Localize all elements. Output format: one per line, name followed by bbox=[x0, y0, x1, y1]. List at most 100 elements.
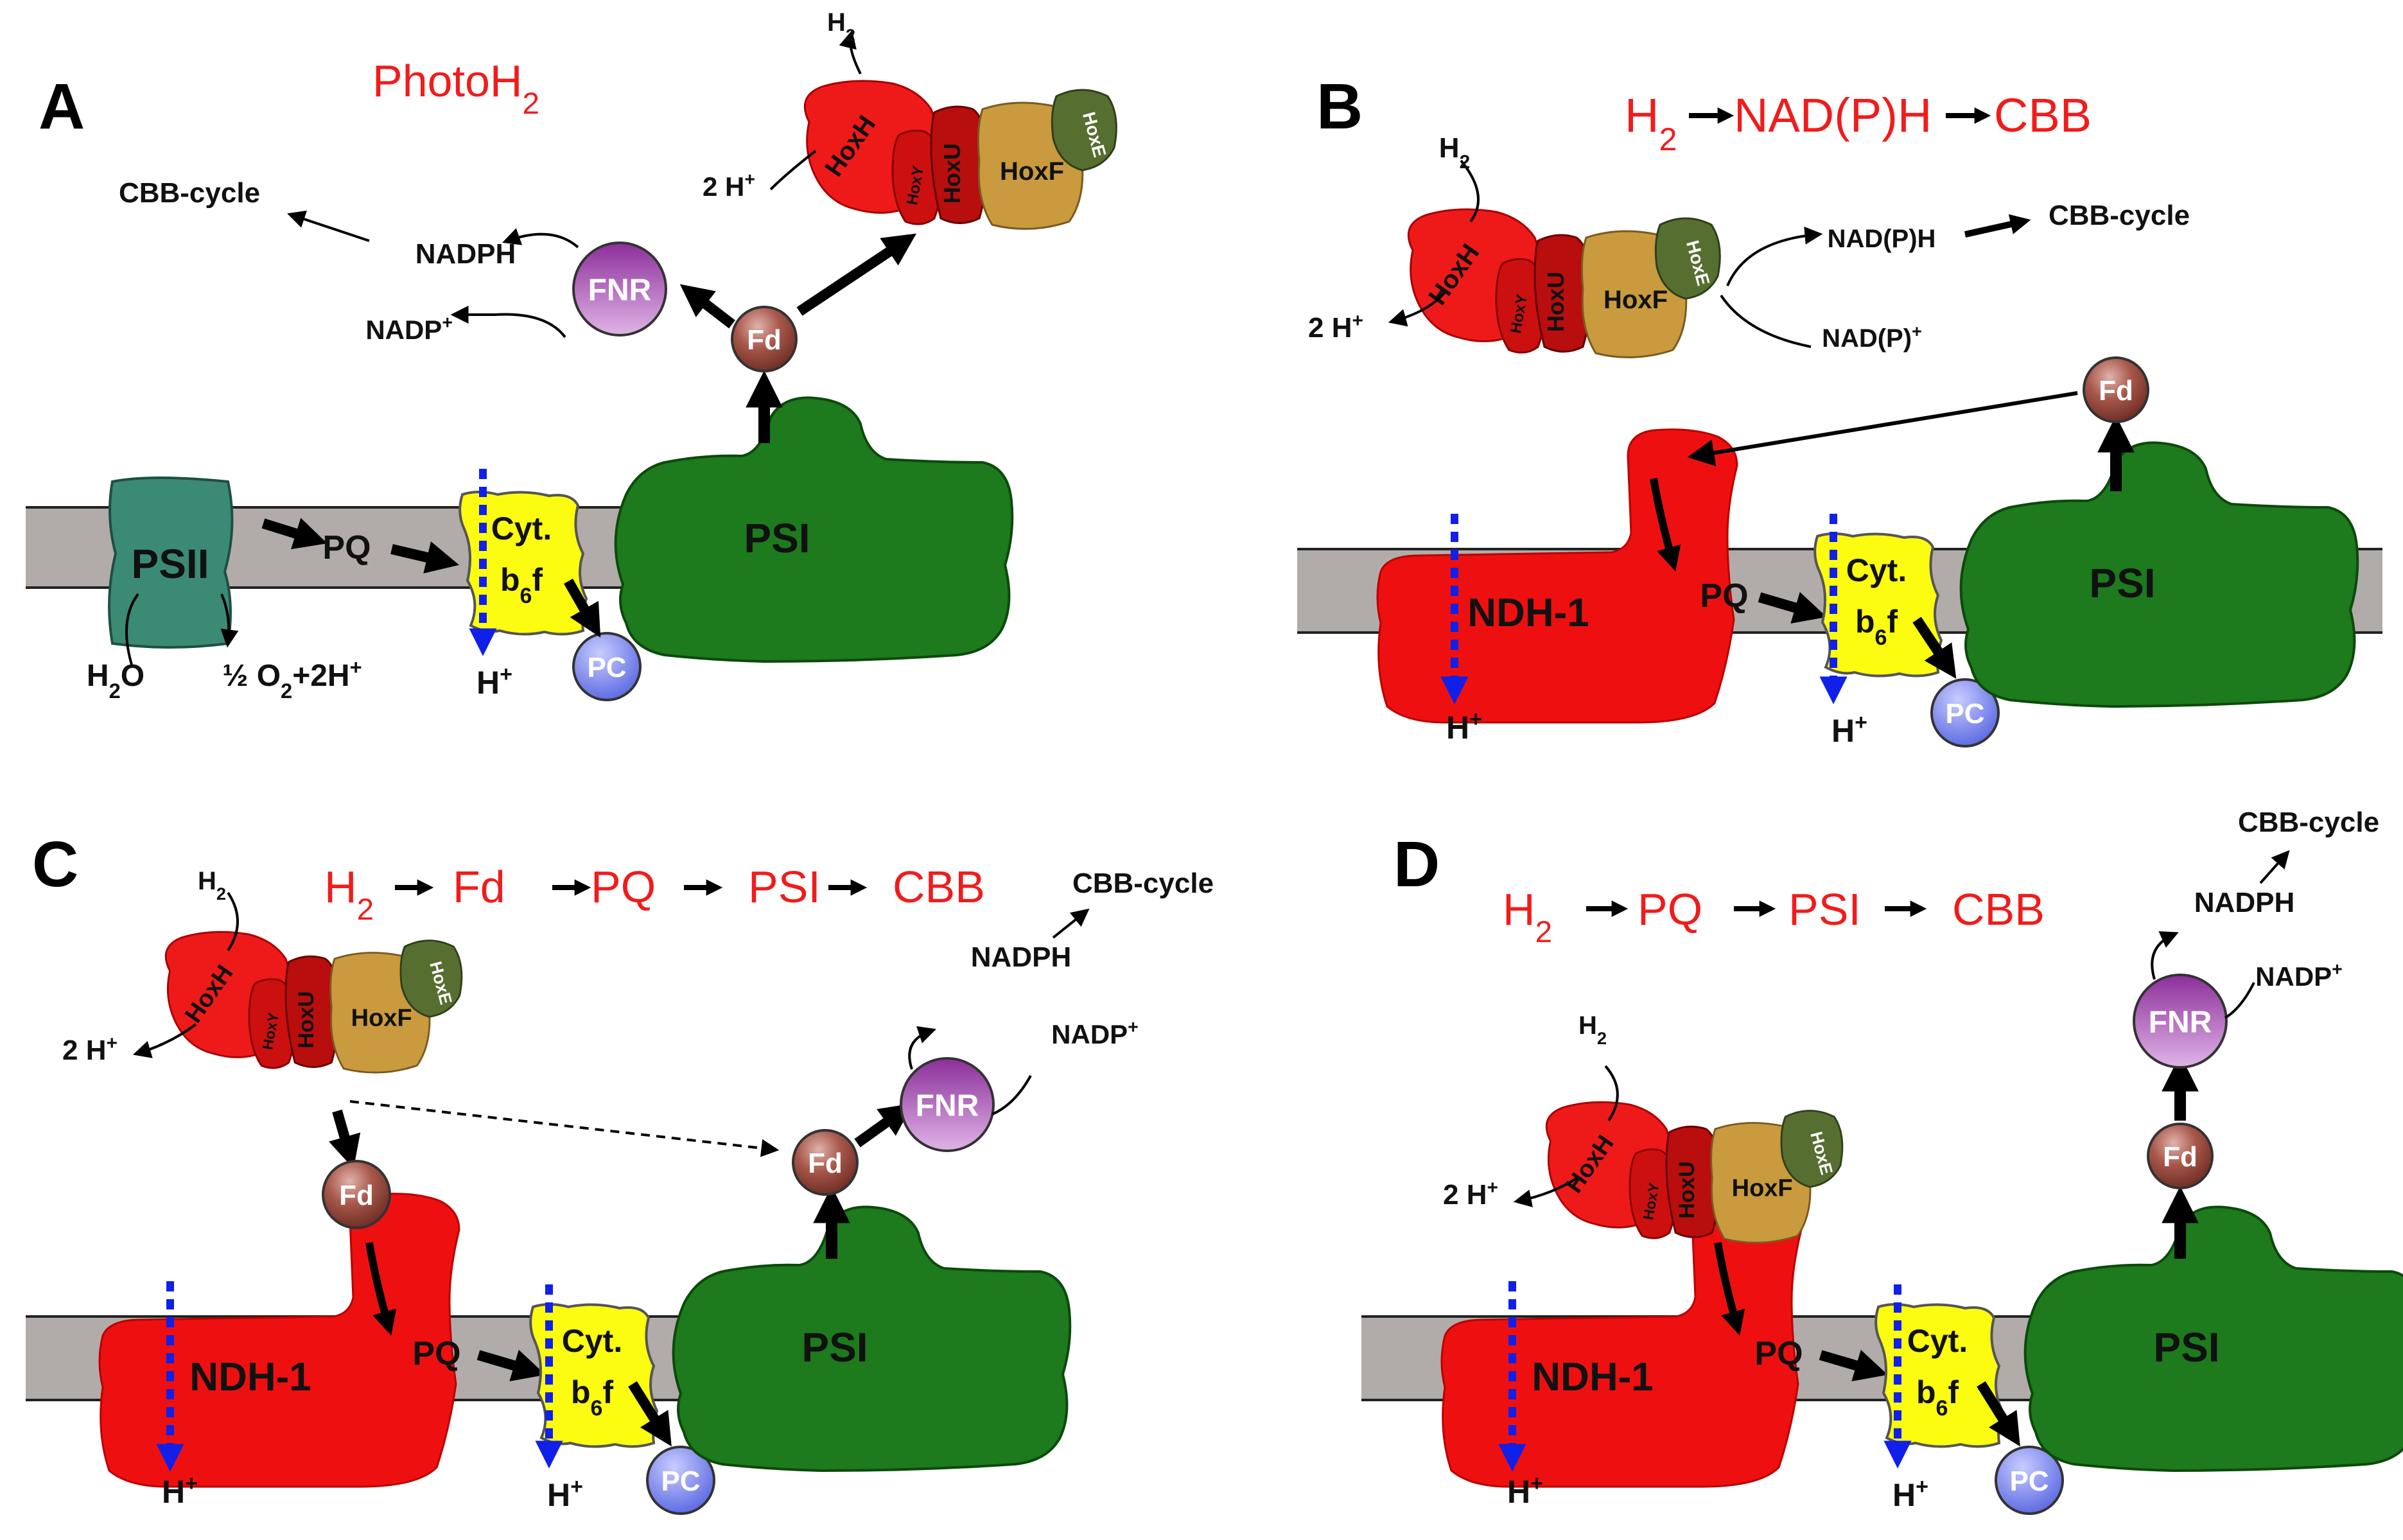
a-nadp-arrow bbox=[450, 306, 566, 338]
b6f-label: b6f bbox=[571, 1374, 613, 1421]
psi-complex bbox=[1959, 441, 2359, 708]
hoxy-subunit bbox=[891, 129, 943, 225]
hoxu-subunit bbox=[1534, 234, 1591, 353]
ndh1-label: NDH-1 bbox=[1532, 1355, 1653, 1399]
d-arrow-cyt-pc bbox=[1977, 1381, 2020, 1447]
b-2h-arrow bbox=[1388, 291, 1446, 327]
ndh1-label: NDH-1 bbox=[189, 1355, 311, 1399]
hoxe-subunit bbox=[1780, 1110, 1844, 1188]
b-h2-label: H2 bbox=[1439, 132, 1470, 173]
d-pq-label: PQ bbox=[1754, 1335, 1803, 1372]
c-pc-label: PC bbox=[661, 1466, 700, 1497]
a-arrow-fd-fnr bbox=[679, 284, 735, 329]
a-arrow-cyt-pc bbox=[564, 579, 601, 638]
a-2h-line bbox=[769, 150, 817, 191]
c-arrow-pq-cyt bbox=[476, 1349, 546, 1381]
b-fd bbox=[2083, 356, 2149, 423]
a-nadph-label: NADPH bbox=[415, 238, 516, 270]
a-h2o-label: H2O bbox=[87, 659, 144, 703]
c-path-h2: H2 bbox=[324, 862, 374, 927]
hoxe-subunit bbox=[1654, 217, 1721, 300]
c-arrow-hox-fd bbox=[328, 1109, 361, 1169]
d-nadph-cbb-arrow bbox=[2259, 850, 2290, 884]
a-cbb-label: CBB-cycle bbox=[119, 177, 260, 209]
a-o2-arrow bbox=[220, 593, 239, 648]
a-fd-label: Fd bbox=[747, 324, 782, 356]
b-arrow-fd-ndh bbox=[1687, 391, 2078, 466]
hoxu-label: HoxU bbox=[294, 991, 319, 1048]
b-nadph-label: NAD(P)H bbox=[1828, 225, 1936, 253]
d-h2-line bbox=[1604, 1065, 1619, 1122]
hoxf-label: HoxF bbox=[351, 1005, 412, 1032]
c-nadp-label: NADP+ bbox=[1051, 1017, 1139, 1049]
d-ndh-internal-arrow bbox=[1714, 1242, 1745, 1336]
d-2h-arrow bbox=[1513, 1177, 1578, 1207]
c-h2-label: H2 bbox=[198, 867, 226, 904]
a-pq-label: PQ bbox=[322, 529, 371, 566]
b-pc bbox=[1930, 678, 2000, 748]
a-fnr-label: FNR bbox=[588, 273, 652, 307]
psi-complex bbox=[672, 1205, 1072, 1473]
psi-complex bbox=[614, 396, 1014, 663]
b-arrow-nadph-cbb bbox=[1964, 214, 2031, 238]
b6f-label: b6f bbox=[500, 562, 543, 608]
b6f-label: b6f bbox=[1916, 1374, 1959, 1421]
hoxu-subunit bbox=[930, 105, 988, 224]
c-h-plus-cyt: H+ bbox=[547, 1474, 583, 1513]
a-h2-label: H2 bbox=[827, 8, 855, 45]
d-path-h2: H2 bbox=[1503, 884, 1552, 949]
b6f-label: b6f bbox=[1855, 604, 1898, 650]
d-fd bbox=[2147, 1123, 2214, 1189]
hoxy-subunit bbox=[248, 978, 297, 1069]
d-nadp-line bbox=[2224, 982, 2255, 1019]
b-h-plus-ndh: H+ bbox=[1446, 707, 1482, 746]
a-h-plus: H+ bbox=[476, 662, 512, 701]
c-pc bbox=[646, 1446, 715, 1515]
d-h-plus-cyt: H+ bbox=[1892, 1474, 1928, 1513]
panel-d-letter: D bbox=[1394, 828, 1440, 900]
psi-label: PSI bbox=[801, 1324, 868, 1370]
c-h-plus-ndh: H+ bbox=[162, 1471, 198, 1510]
c-nadph-label: NADPH bbox=[971, 941, 1071, 973]
b-h2-line bbox=[1460, 159, 1480, 223]
b-nadp-line bbox=[1720, 294, 1812, 348]
c-fnr bbox=[900, 1057, 995, 1152]
panel-a-letter: A bbox=[39, 71, 85, 143]
d-path-psi: PSI bbox=[1788, 884, 1861, 934]
b-nadp-label: NAD(P)+ bbox=[1822, 321, 1922, 353]
c-fd-ndh-label: Fd bbox=[339, 1180, 374, 1211]
c-path-fd: Fd bbox=[453, 862, 505, 912]
b-path-h2: H2 bbox=[1625, 89, 1677, 157]
a-h2-arrow bbox=[839, 30, 862, 74]
b-fd-label: Fd bbox=[2099, 375, 2133, 407]
a-arrow-pq-cyt bbox=[390, 541, 459, 573]
b-h-plus-cyt: H+ bbox=[1831, 710, 1867, 749]
c-2h-label: 2 H+ bbox=[62, 1033, 118, 1067]
c-fnr-nadph-arrow bbox=[908, 1026, 936, 1070]
d-h-plus-ndh: H+ bbox=[1507, 1471, 1543, 1510]
d-fnr-nadph-arrow bbox=[2151, 931, 2179, 980]
hoxy-subunit bbox=[1495, 258, 1546, 354]
d-fnr-label: FNR bbox=[2149, 1005, 2212, 1039]
hoxu-subunit bbox=[284, 955, 340, 1069]
hoxe-subunit bbox=[1051, 89, 1117, 171]
d-nadp-label: NADP+ bbox=[2255, 959, 2343, 992]
c-pq-label: PQ bbox=[412, 1335, 460, 1372]
d-pc-label: PC bbox=[2009, 1466, 2049, 1497]
c-nadp-line bbox=[992, 1075, 1032, 1116]
c-2h-arrow bbox=[132, 1023, 197, 1058]
hoxf-label: HoxF bbox=[1603, 286, 1668, 314]
a-pc-label: PC bbox=[587, 652, 626, 683]
c-fd-psi bbox=[792, 1129, 859, 1196]
d-fnr bbox=[2133, 974, 2228, 1069]
hoxf-label: HoxF bbox=[1732, 1175, 1793, 1202]
d-2h-label: 2 H+ bbox=[1443, 1177, 1498, 1211]
cyt-label: Cyt. bbox=[1846, 552, 1907, 588]
d-arrow-pq-cyt bbox=[1819, 1349, 1888, 1381]
